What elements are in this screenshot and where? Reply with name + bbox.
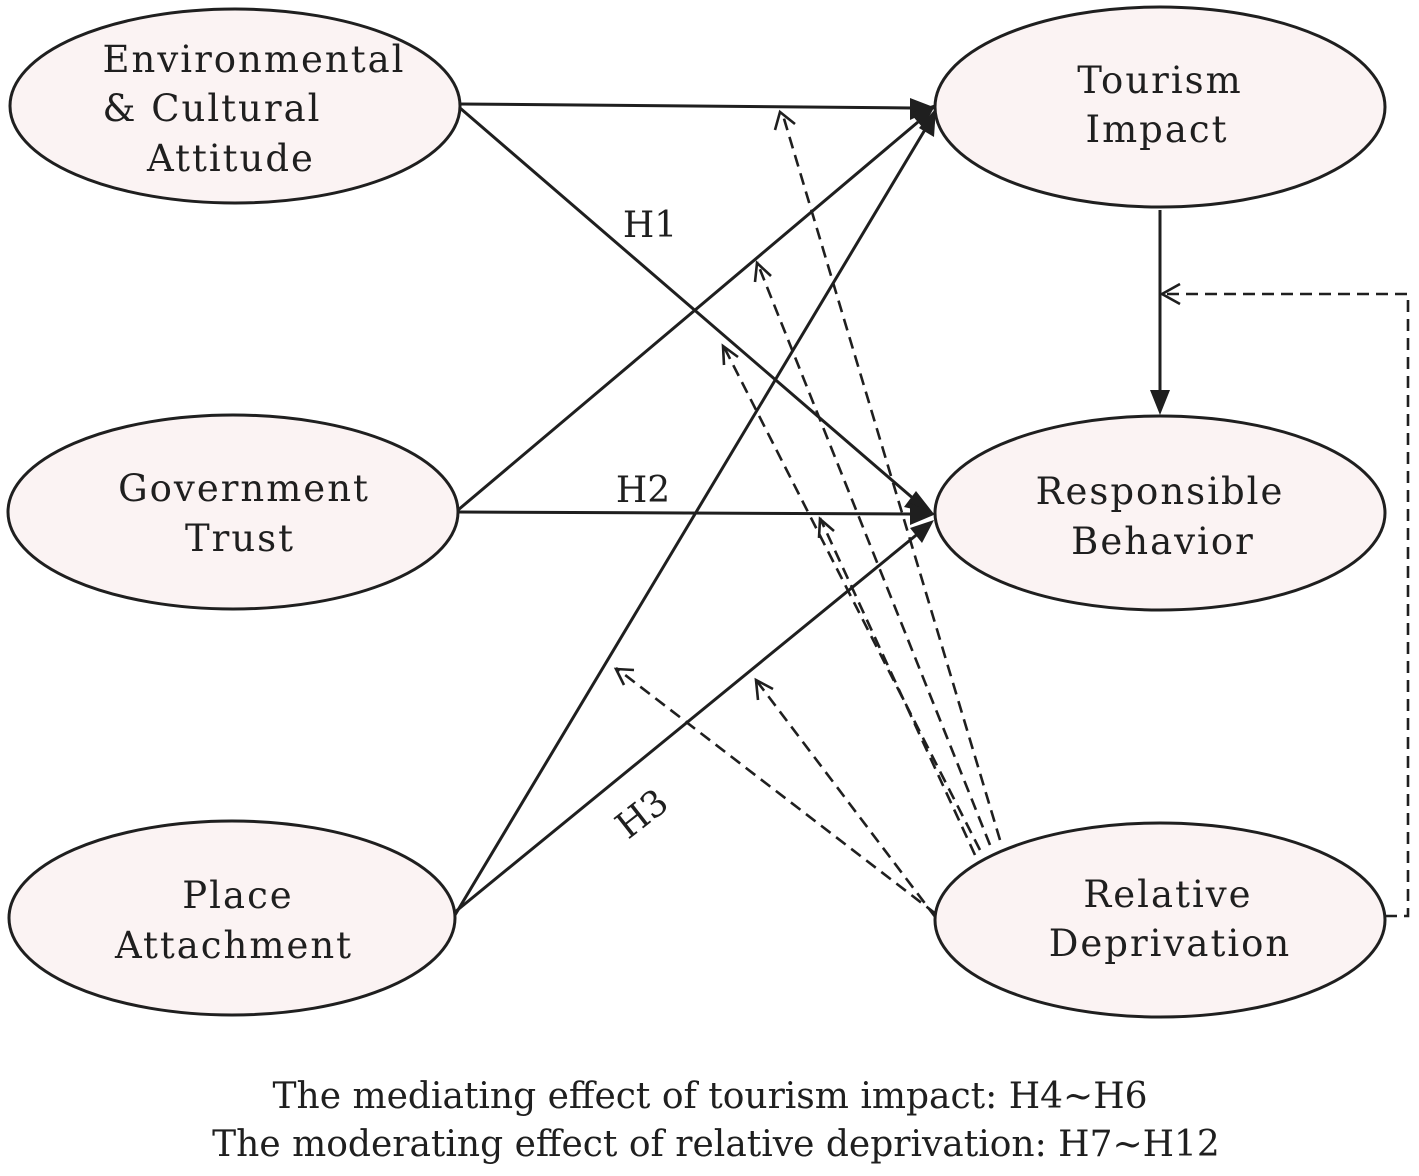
moderator-path-4 <box>818 517 977 856</box>
path-env-to-tourism <box>459 102 913 110</box>
node-label-relative-line2: Deprivation <box>1049 922 1292 965</box>
node-shape-responsible-behavior <box>933 414 1387 612</box>
node-label-place-line2: Attachment <box>114 924 353 967</box>
moderator-arrowhead-4 <box>817 516 835 539</box>
solid-paths <box>453 98 1170 916</box>
caption-line-2: The moderating effect of relative depriv… <box>212 1124 1220 1165</box>
moderator-path-6 <box>615 666 937 916</box>
dashed-paths <box>613 109 1410 919</box>
hypothesis-label-h1: H1 <box>623 205 677 246</box>
node-shape-tourism-impact <box>933 5 1387 209</box>
moderator-arrowhead-3 <box>721 343 739 366</box>
node-relative-deprivation: Relative Deprivation <box>933 821 1387 1019</box>
moderator-arrowhead-2 <box>753 260 772 283</box>
node-label-government-line2: Trust <box>185 517 295 560</box>
moderator-arrowhead-5 <box>754 677 774 701</box>
node-label-place-line1: Place <box>182 874 293 917</box>
arrowhead-place-to-tourism <box>919 108 936 137</box>
node-government-trust: Government Trust <box>6 413 460 611</box>
node-place-attachment: Place Attachment <box>7 819 457 1017</box>
node-label-tourism-line1: Tourism <box>1077 59 1243 102</box>
moderator-arrowhead-7 <box>1159 282 1181 306</box>
node-shape-place-attachment <box>7 819 457 1017</box>
hypothesis-label-h3: H3 <box>608 782 676 848</box>
node-label-tourism-line2: Impact <box>1085 108 1228 151</box>
node-label-government-line1: Government <box>118 467 370 510</box>
arrowhead-place-to-responsible <box>910 520 934 543</box>
node-label-relative-line1: Relative <box>1083 873 1252 916</box>
node-label-environmental-line2: & Cultural <box>103 87 322 130</box>
arrowhead-tourism-to-responsible <box>1150 390 1170 415</box>
node-label-environmental-line3: Attitude <box>146 137 315 180</box>
node-label-environmental-line1: Environmental <box>103 38 406 81</box>
path-env-to-responsible <box>459 106 916 502</box>
moderator-path-7 <box>1162 292 1410 918</box>
node-environmental-cultural-attitude: Environmental & Cultural Attitude <box>8 7 462 205</box>
moderator-path-2 <box>755 261 992 846</box>
arrowhead-gov-to-tourism <box>910 104 936 128</box>
node-shape-relative-deprivation <box>933 821 1387 1019</box>
caption-line-1: The mediating effect of tourism impact: … <box>273 1076 1148 1117</box>
path-gov-to-responsible <box>457 510 913 516</box>
node-tourism-impact: Tourism Impact <box>933 5 1387 209</box>
moderator-arrowhead-6 <box>613 667 635 686</box>
path-place-to-tourism <box>453 127 928 916</box>
moderator-path-5 <box>754 679 938 919</box>
moderator-path-1 <box>780 111 1002 841</box>
path-gov-to-tourism <box>457 120 919 512</box>
moderator-path-3 <box>721 344 982 851</box>
node-shape-environmental-cultural-attitude <box>8 7 462 205</box>
arrowhead-gov-to-responsible <box>910 503 936 525</box>
node-label-responsible-line2: Behavior <box>1071 520 1255 563</box>
moderator-arrowhead-1 <box>773 109 796 131</box>
node-label-responsible-line1: Responsible <box>1036 470 1285 513</box>
node-shape-government-trust <box>6 413 460 611</box>
hypothesis-label-h2: H2 <box>616 470 670 511</box>
node-responsible-behavior: Responsible Behavior <box>933 414 1387 612</box>
